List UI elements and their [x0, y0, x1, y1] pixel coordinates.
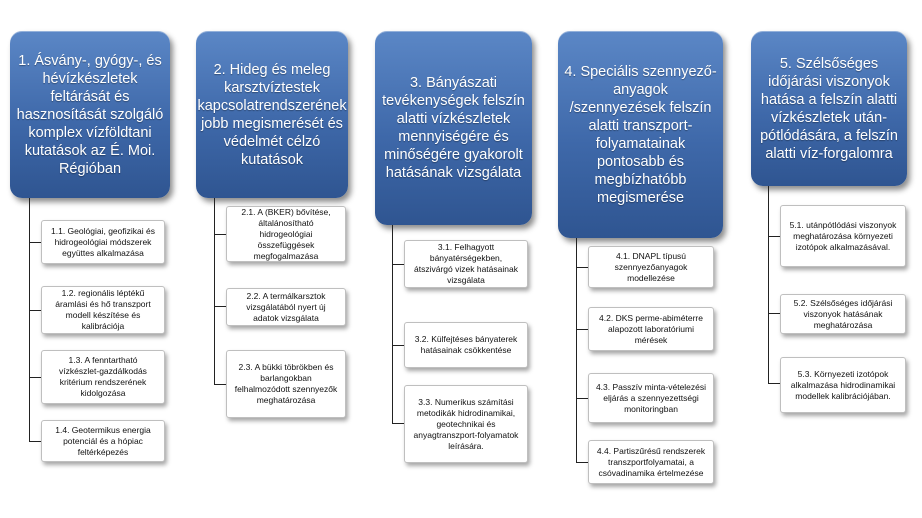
list-item: 4.1. DNAPL típusú szennyezőanyagok model… [588, 246, 714, 288]
connector-1 [29, 198, 30, 442]
list-item: 5.2. Szélsőséges időjárási viszonyok hat… [780, 294, 906, 334]
column-5-heading: 5. Szélsőséges időjárási viszonyok hatás… [751, 31, 907, 186]
list-item: 1.4. Geotermikus energia potenciál és a … [41, 420, 165, 462]
list-item: 1.3. A fenntartható vízkészlet-gazdálkod… [41, 350, 165, 404]
list-item: 4.4. Partiszűrésű rendszerek transzportf… [588, 440, 714, 484]
column-4-heading: 4. Speciális szennyező-anyagok /szennyez… [558, 31, 723, 238]
list-item: 1.2. regionális léptékű áramlási és hő t… [41, 286, 165, 334]
list-item: 2.2. A termálkarsztok vizsgálatából nyer… [226, 288, 346, 326]
list-item: 4.2. DKS perme-abiméterre alapozott labo… [588, 307, 714, 351]
column-2-heading: 2. Hideg és meleg karsztvíztestek kapcso… [196, 31, 348, 198]
connector-5 [768, 186, 769, 384]
connector-3 [392, 225, 393, 424]
list-item: 5.3. Környezeti izotópok alkalmazása hid… [780, 357, 906, 413]
column-1-heading: 1. Ásvány-, gyógy-, és hévízkészletek fe… [10, 31, 170, 198]
list-item: 3.1. Felhagyott bányatérségekben, átsziv… [404, 240, 528, 288]
list-item: 2.3. A bükki töbrökben és barlangokban f… [226, 350, 346, 418]
list-item: 3.3. Numerikus számítási metodikák hidro… [404, 385, 528, 463]
list-item: 2.1. A (BKER) bővítése, általánosítható … [226, 206, 346, 262]
connector-2 [214, 198, 215, 385]
list-item: 3.2. Külfejtéses bányaterek hatásainak c… [404, 322, 528, 368]
list-item: 4.3. Passzív minta-vételezési eljárás a … [588, 373, 714, 423]
column-3-heading: 3. Bányászati tevékenységek felszín alat… [375, 31, 532, 225]
list-item: 1.1. Geológiai, geofizikai és hidrogeoló… [41, 220, 165, 264]
connector-4 [576, 238, 577, 463]
list-item: 5.1. utánpótlódási viszonyok meghatározá… [780, 205, 906, 267]
